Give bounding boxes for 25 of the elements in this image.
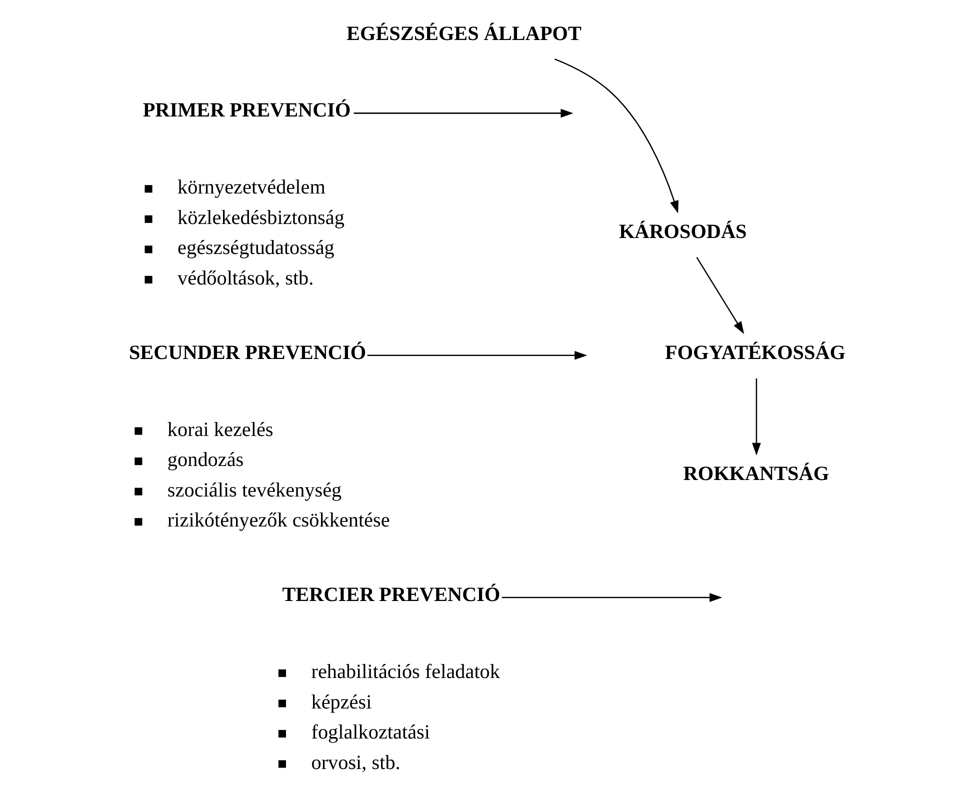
node-label: foglalkoztatási (310, 722, 430, 744)
arrow (501, 593, 722, 602)
node-label: környezetvédelem (177, 176, 325, 199)
node-label: orvosi, stb. (310, 752, 400, 774)
node-label: rizikótényezők csökkentése (166, 510, 390, 532)
arrow (366, 350, 587, 360)
arrow (554, 58, 678, 214)
node-label: képzési (310, 691, 372, 714)
node-text: TERCIER PREVENCIÓ (282, 584, 500, 606)
node-label: közlekedésbiztonság (177, 206, 344, 229)
arrow (696, 256, 744, 334)
node-label: rehabilitációs feladatok (310, 660, 500, 683)
arrow (752, 378, 760, 456)
node-label: korai kezelés (166, 418, 273, 441)
node-label: egészségtudatosság (177, 237, 334, 260)
arrow (353, 108, 573, 118)
node-label: védőoltások, stb. (177, 267, 314, 290)
node-text: ROKKANTSÁG (682, 462, 829, 485)
node-label: gondozás (166, 449, 244, 472)
node-label: szociális tevékenység (166, 479, 342, 502)
node-text: PRIMER PREVENCIÓ (142, 100, 350, 122)
node-text: SECUNDER PREVENCIÓ (128, 342, 366, 364)
node-text: KÁROSODÁS (618, 220, 746, 243)
node-text: FOGYATÉKOSSÁG (664, 342, 846, 364)
node-text: EGÉSZSÉGES ÁLLAPOT (346, 22, 581, 45)
